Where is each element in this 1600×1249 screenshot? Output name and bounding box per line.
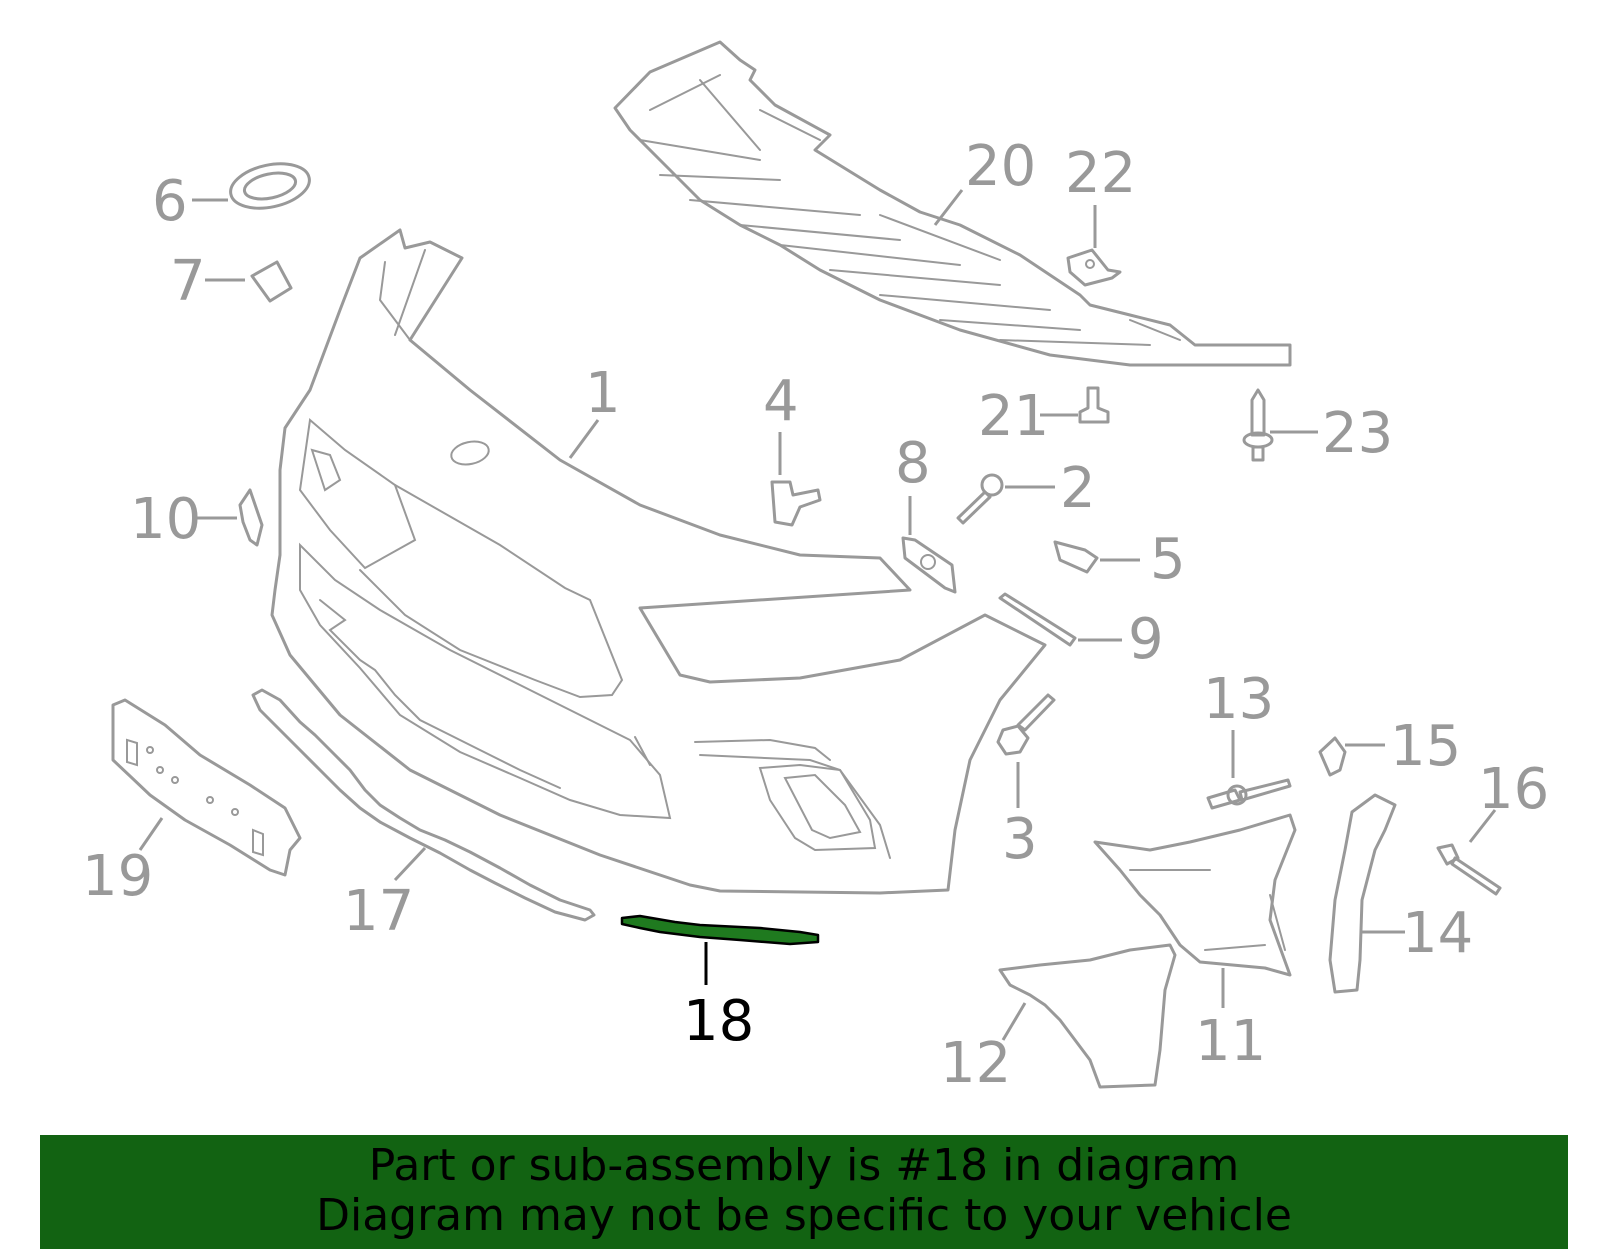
part-14-guide [1328, 793, 1397, 994]
part-16-rivet [1436, 843, 1502, 896]
part-6-emblem-ring [229, 162, 311, 210]
part-11-side-bracket [1093, 813, 1297, 977]
part-8-sensor-bracket [901, 536, 957, 594]
leader-lines [138, 189, 1497, 1041]
callout-4: 4 [763, 369, 799, 434]
part-12-side-bracket [998, 943, 1177, 1089]
callout-23: 23 [1322, 401, 1393, 466]
callout-labels: 1 2 3 4 5 6 7 8 9 10 11 12 13 14 15 16 1… [82, 134, 1549, 1096]
callout-9: 9 [1128, 607, 1164, 672]
banner-line-2: Diagram may not be specific to your vehi… [316, 1190, 1292, 1241]
callout-13: 13 [1203, 667, 1274, 732]
part-3-bolt [996, 693, 1056, 756]
callout-11: 11 [1195, 1009, 1266, 1074]
part-22-nut [1066, 248, 1122, 287]
callout-3: 3 [1002, 807, 1038, 872]
callout-12: 12 [940, 1031, 1011, 1096]
part-18-highlighted [620, 914, 820, 946]
part-21-push-pin [1078, 386, 1110, 424]
part-7-clip [250, 260, 293, 303]
callout-20: 20 [965, 134, 1036, 199]
part-15-clip [1318, 736, 1347, 777]
callout-21: 21 [978, 384, 1049, 449]
part-19-license-bracket [111, 698, 302, 877]
callout-18: 18 [683, 989, 754, 1054]
callout-2: 2 [1060, 456, 1096, 521]
callout-6: 6 [152, 169, 188, 234]
info-banner: Part or sub-assembly is #18 in diagram D… [40, 1135, 1568, 1249]
callout-8: 8 [895, 431, 931, 496]
callout-17: 17 [343, 879, 414, 944]
callout-16: 16 [1478, 757, 1549, 822]
part-9-strip [998, 592, 1077, 647]
callout-22: 22 [1065, 141, 1136, 206]
part-1-bumper-cover [270, 228, 1047, 895]
callout-1: 1 [585, 361, 621, 426]
banner-line-1: Part or sub-assembly is #18 in diagram [368, 1140, 1240, 1191]
part-4-retainer [770, 480, 822, 527]
part-5-clip [1053, 540, 1099, 574]
callout-15: 15 [1390, 714, 1461, 779]
part-13-pin [1206, 778, 1292, 810]
callout-10: 10 [130, 487, 201, 552]
part-23-rivet [1242, 388, 1274, 462]
part-17-lower-trim [251, 688, 596, 922]
part-20-splash-shield [613, 40, 1292, 367]
callout-14: 14 [1402, 901, 1473, 966]
callout-19: 19 [82, 844, 153, 909]
part-10-bracket [238, 488, 264, 547]
callout-7: 7 [170, 249, 206, 314]
part-2-screw [956, 473, 1004, 525]
callout-5: 5 [1150, 527, 1186, 592]
